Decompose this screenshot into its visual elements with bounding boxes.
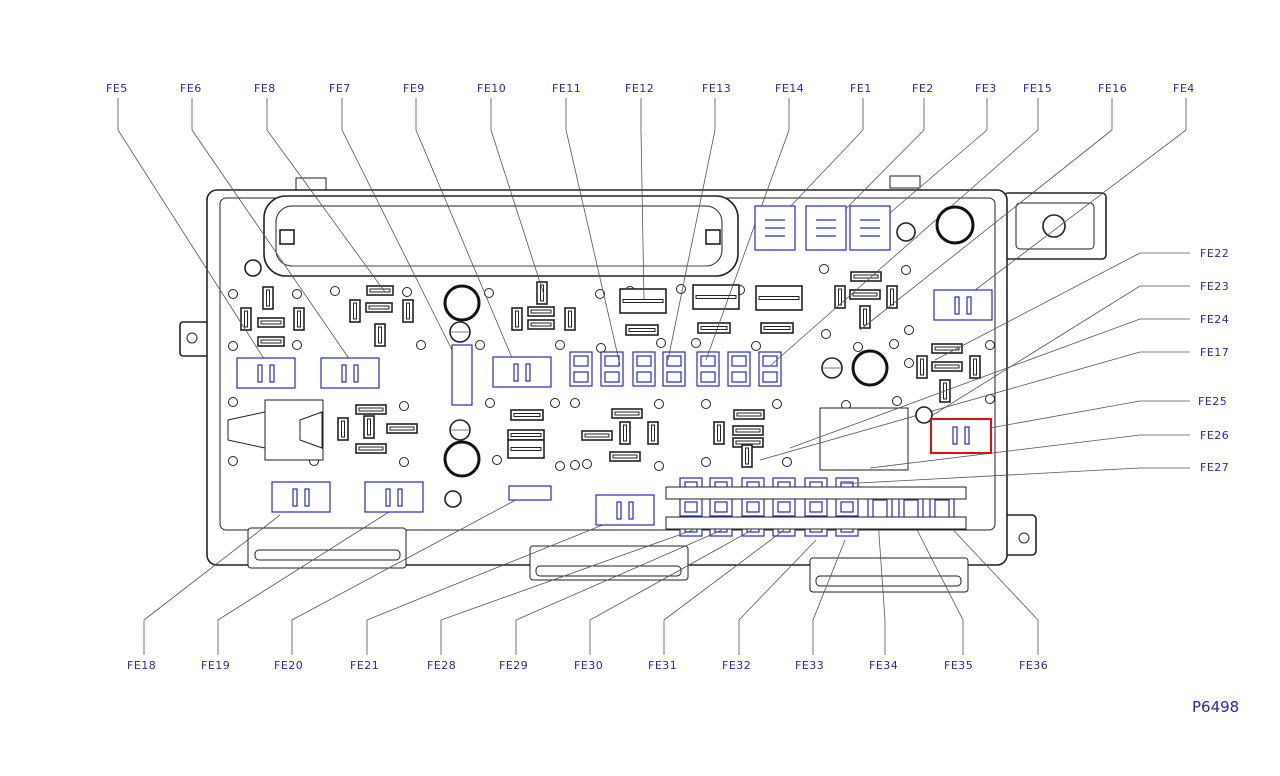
- label-fe32: FE32: [722, 659, 751, 672]
- label-fe36: FE36: [1019, 659, 1048, 672]
- label-fe12: FE12: [625, 82, 654, 95]
- label-fe22: FE22: [1200, 247, 1229, 260]
- label-fe26: FE26: [1200, 429, 1229, 442]
- label-fe33: FE33: [795, 659, 824, 672]
- label-fe16: FE16: [1098, 82, 1127, 95]
- label-fe15: FE15: [1023, 82, 1052, 95]
- label-fe14: FE14: [775, 82, 804, 95]
- label-fe2: FE2: [912, 82, 934, 95]
- label-fe31: FE31: [648, 659, 677, 672]
- top-labels: FE5 FE6 FE8 FE7 FE9 FE10 FE11 FE12 FE13 …: [106, 82, 1195, 95]
- label-fe34: FE34: [869, 659, 898, 672]
- label-fe4: FE4: [1173, 82, 1195, 95]
- leader-lines: [117, 98, 1190, 655]
- selected-fuse-highlight: [930, 418, 992, 454]
- label-fe30: FE30: [574, 659, 603, 672]
- large-components: [236, 205, 993, 530]
- label-fe8: FE8: [254, 82, 276, 95]
- label-fe13: FE13: [702, 82, 731, 95]
- label-fe21: FE21: [350, 659, 379, 672]
- label-fe7: FE7: [329, 82, 351, 95]
- label-fe25: FE25: [1198, 395, 1227, 408]
- label-fe35: FE35: [944, 659, 973, 672]
- label-fe10: FE10: [477, 82, 506, 95]
- right-labels: FE22 FE23 FE24 FE17 FE25 FE26 FE27: [1198, 247, 1229, 474]
- label-fe29: FE29: [499, 659, 528, 672]
- label-fe6: FE6: [180, 82, 202, 95]
- label-fe24: FE24: [1200, 313, 1229, 326]
- label-fe3: FE3: [975, 82, 997, 95]
- maxi-fuse-row: [569, 351, 782, 387]
- label-fe11: FE11: [552, 82, 581, 95]
- label-fe19: FE19: [201, 659, 230, 672]
- label-fe1: FE1: [850, 82, 872, 95]
- label-fe23: FE23: [1200, 280, 1229, 293]
- label-fe27: FE27: [1200, 461, 1229, 474]
- bottom-labels: FE18 FE19 FE20 FE21 FE28 FE29 FE30 FE31 …: [127, 659, 1048, 672]
- label-fe17: FE17: [1200, 346, 1229, 359]
- label-fe9: FE9: [403, 82, 425, 95]
- figure-reference: P6498: [1192, 698, 1239, 716]
- label-fe28: FE28: [427, 659, 456, 672]
- label-fe5: FE5: [106, 82, 128, 95]
- label-fe20: FE20: [274, 659, 303, 672]
- label-fe18: FE18: [127, 659, 156, 672]
